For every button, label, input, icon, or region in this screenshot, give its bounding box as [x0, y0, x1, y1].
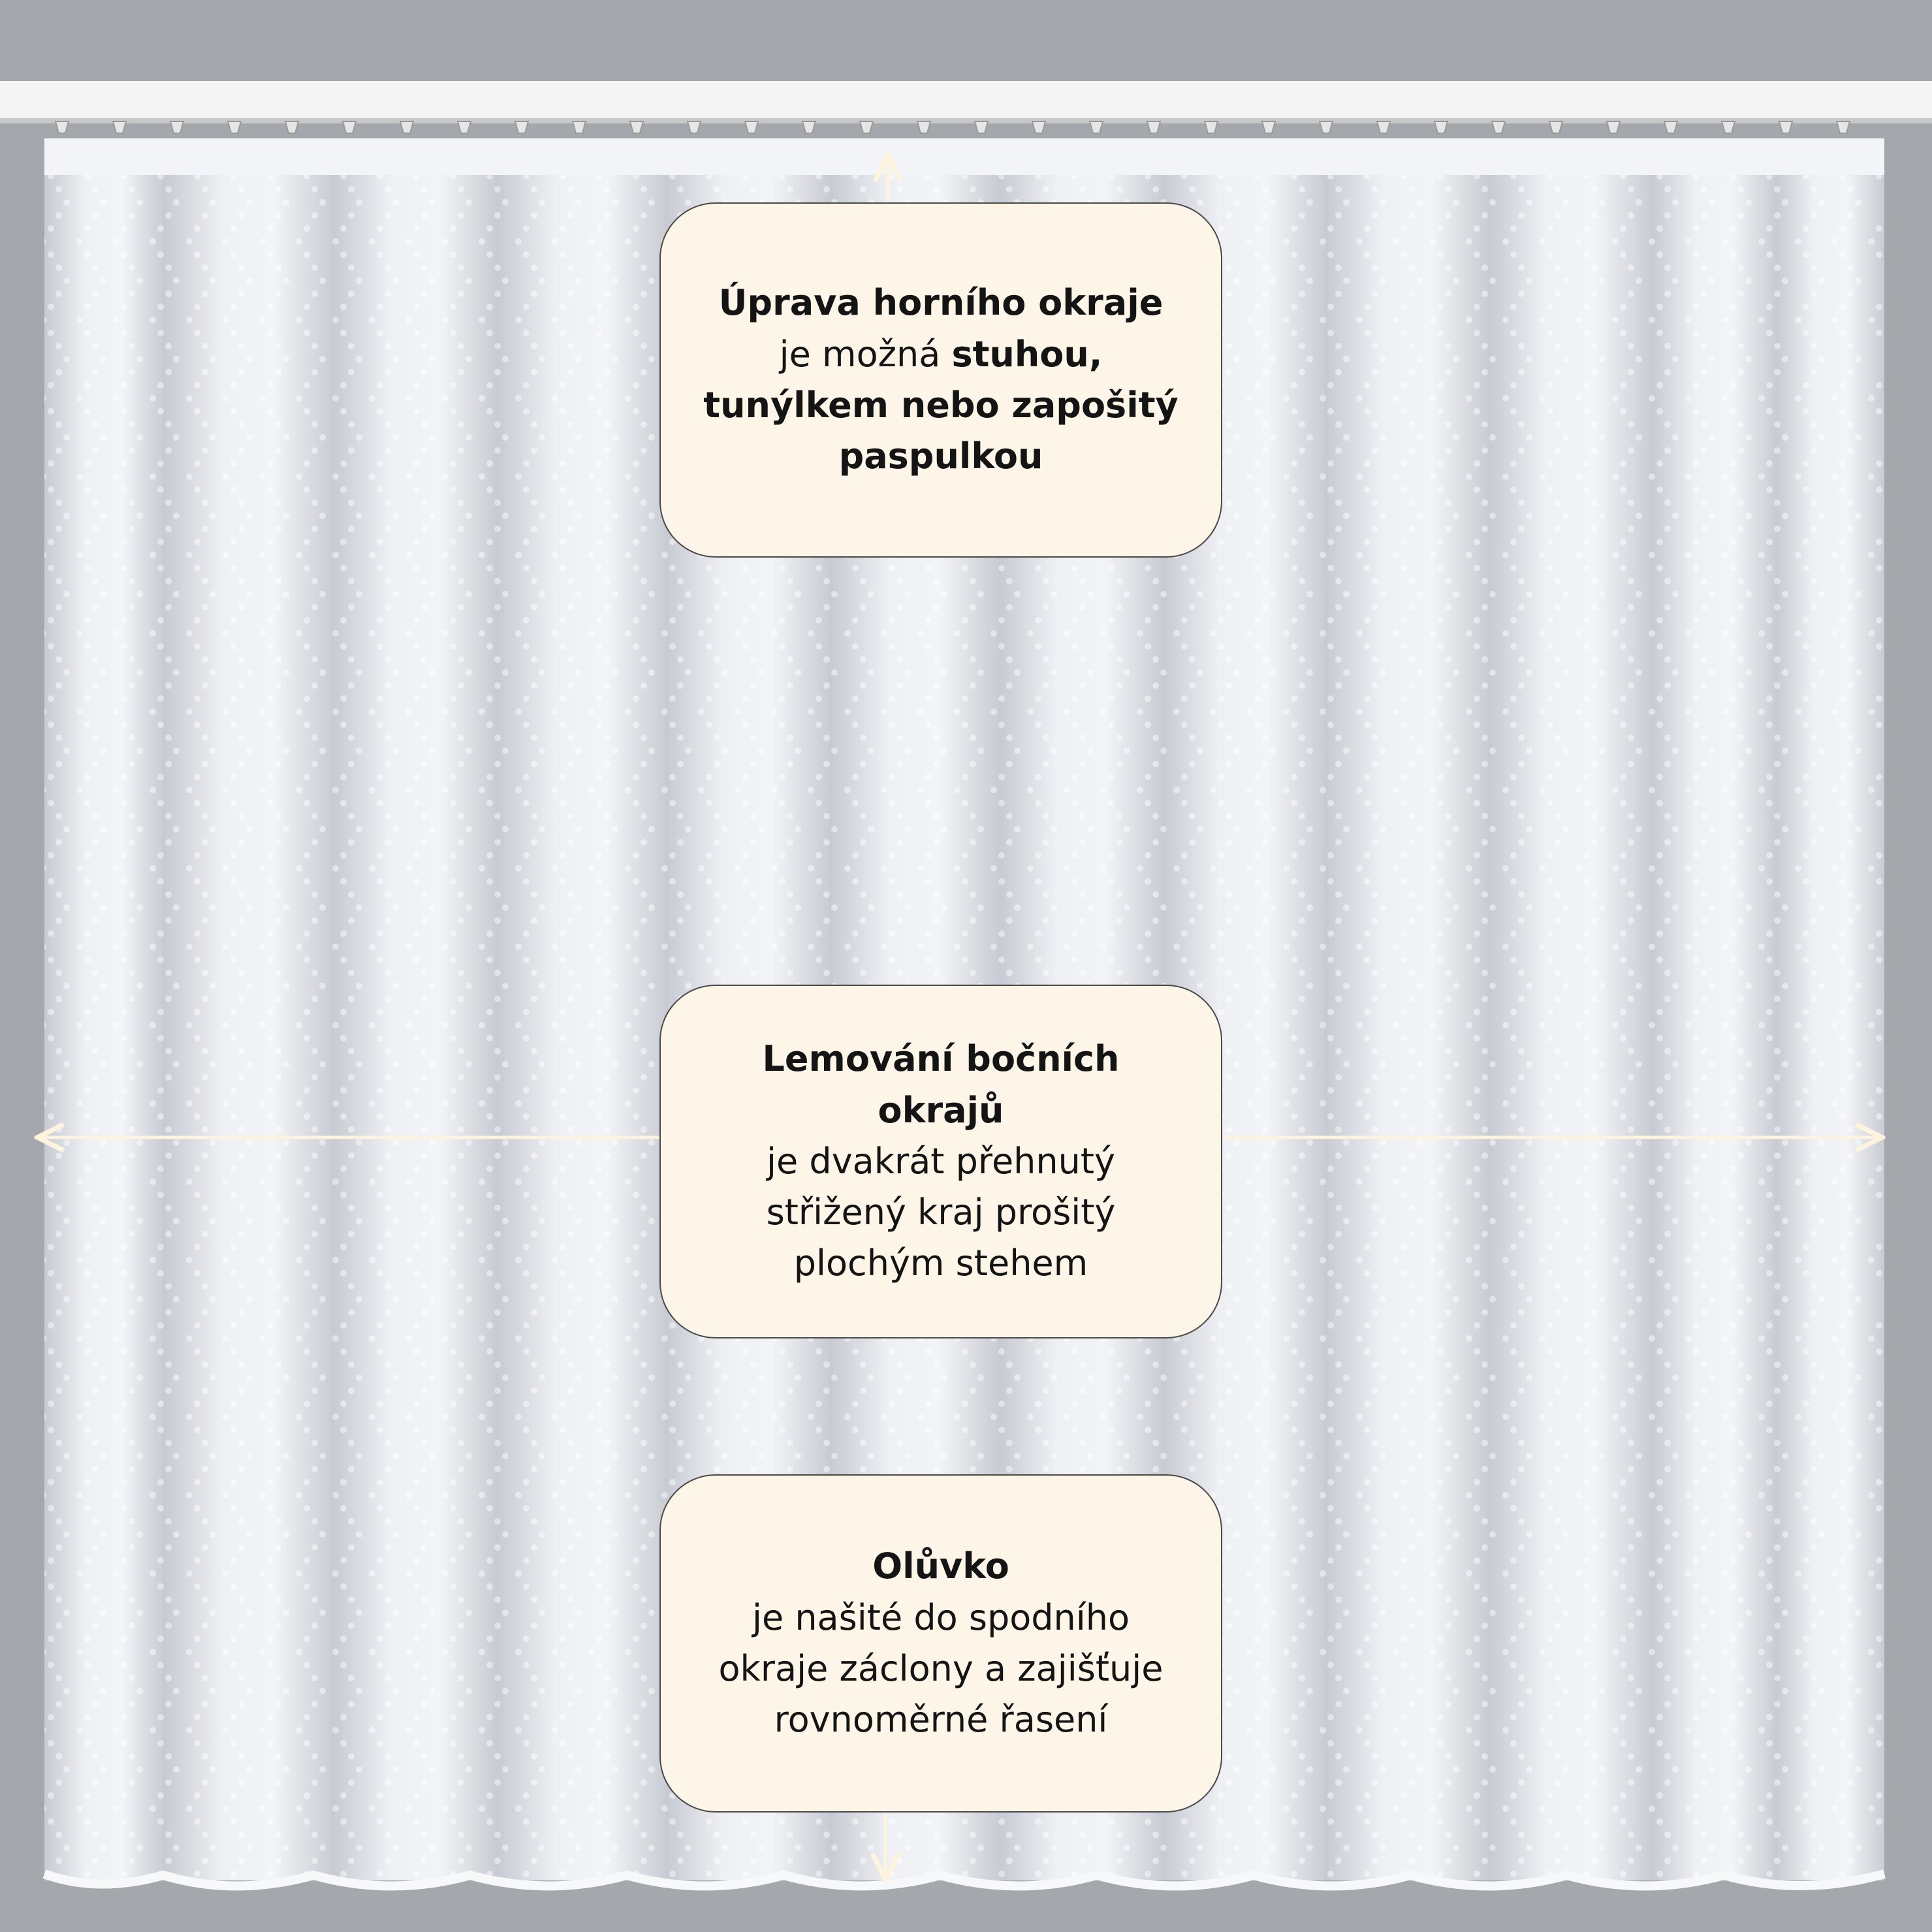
- callout-bottom-weight: Olůvko je našité do spodního okraje zácl…: [659, 1474, 1222, 1813]
- curtain-hook: [801, 121, 817, 134]
- curtain-hook: [916, 121, 932, 134]
- curtain-hook: [1548, 121, 1564, 134]
- callout-middle-line3: plochým stehem: [793, 1243, 1088, 1284]
- curtain-hook: [571, 121, 587, 134]
- curtain-hook: [1031, 121, 1047, 134]
- callout-middle-title-line2: okrajů: [878, 1089, 1004, 1131]
- curtain-hook: [399, 121, 415, 134]
- curtain-hook: [974, 121, 989, 134]
- callout-bottom-line2: okraje záclony a zajišťuje: [718, 1648, 1164, 1689]
- callout-top-edge: Úprava horního okraje je možná stuhou, t…: [659, 202, 1222, 558]
- curtain-hook: [744, 121, 759, 134]
- curtain-hook: [1261, 121, 1276, 134]
- curtain-hook: [54, 121, 70, 134]
- curtain-hook: [1433, 121, 1449, 134]
- curtain-hook: [1318, 121, 1334, 134]
- curtain-hook: [1146, 121, 1162, 134]
- curtain-hook: [341, 121, 357, 134]
- curtain-rail: [0, 81, 1932, 134]
- callout-top-line1-regular: je možná: [779, 333, 952, 375]
- callout-top-line3: paspulkou: [838, 435, 1043, 477]
- callout-top-line1-bold: stuhou,: [951, 333, 1103, 375]
- curtain-top-tape: [44, 138, 1884, 175]
- callout-middle-title-line1: Lemování bočních: [762, 1038, 1120, 1080]
- curtain-hook: [629, 121, 644, 134]
- curtain-hook: [514, 121, 530, 134]
- curtain-hook: [112, 121, 127, 134]
- curtain-hook: [1088, 121, 1104, 134]
- curtain-hook: [1778, 121, 1794, 134]
- curtain-hook: [169, 121, 185, 134]
- curtain-hook: [284, 121, 300, 134]
- curtain-hook: [1203, 121, 1219, 134]
- curtain-bottom-hem: [42, 1869, 1886, 1891]
- curtain-hook: [1663, 121, 1679, 134]
- curtain-hook: [456, 121, 472, 134]
- callout-middle-line1: je dvakrát přehnutý: [767, 1140, 1115, 1182]
- curtain-hook: [1720, 121, 1736, 134]
- curtain-hook: [1606, 121, 1621, 134]
- callout-top-line2: tunýlkem nebo zapošitý: [703, 385, 1179, 426]
- callout-top-title: Úprava horního okraje: [718, 282, 1164, 324]
- callout-middle-line2: střižený kraj prošitý: [766, 1192, 1116, 1233]
- curtain-hook: [859, 121, 874, 134]
- callout-bottom-title: Olůvko: [872, 1545, 1009, 1587]
- curtain-hook: [1835, 121, 1851, 134]
- callout-bottom-line1: je našité do spodního: [752, 1596, 1130, 1638]
- curtain-hook: [686, 121, 702, 134]
- curtain-hook: [1491, 121, 1506, 134]
- callout-bottom-line3: rovnoměrné řasení: [774, 1699, 1108, 1741]
- curtain-hook: [1376, 121, 1391, 134]
- callout-side-edges: Lemování bočních okrajů je dvakrát přehn…: [659, 985, 1222, 1338]
- callout-top-line1: je možná stuhou,: [780, 329, 1103, 380]
- curtain-hook: [227, 121, 242, 134]
